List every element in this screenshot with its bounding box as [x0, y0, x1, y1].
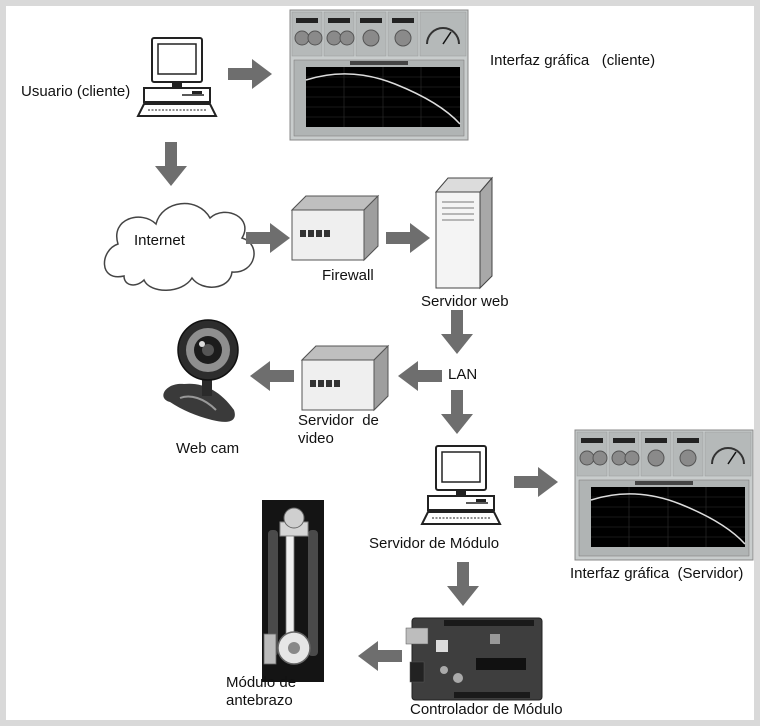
diagram-graphics — [103, 9, 754, 701]
robotic-forearm-icon — [262, 500, 324, 682]
forearm-module-label: Módulo de antebrazo — [226, 674, 297, 709]
arrow-moduleserver-to-gui — [514, 467, 558, 497]
video-server-box-icon — [301, 345, 389, 411]
server-gui-label: Interfaz gráfica (Servidor) — [570, 565, 744, 582]
arduino-board-icon — [405, 617, 543, 701]
arrow-client-to-internet — [155, 142, 187, 186]
web-server-label: Servidor web — [421, 293, 509, 310]
webcam-label: Web cam — [176, 440, 240, 457]
firewall-box-icon — [291, 195, 379, 261]
arrow-client-to-gui — [228, 59, 272, 89]
server-gui-screenshot — [574, 429, 754, 561]
lan-label: LAN — [448, 366, 478, 383]
web-server-tower-icon — [434, 176, 494, 290]
module-server-label: Servidor de Módulo — [369, 535, 500, 552]
module-server-computer-icon — [421, 445, 501, 525]
arrow-lan-to-moduleserver — [441, 390, 473, 434]
client-user-label: Usuario (cliente) — [21, 83, 131, 100]
arrow-moduleserver-to-controller — [447, 562, 479, 606]
client-gui-label: Interfaz gráfica (cliente) — [490, 52, 656, 69]
arrow-videoserver-to-webcam — [250, 361, 294, 391]
client-computer-icon — [137, 37, 217, 117]
arrow-webserver-to-lan — [441, 310, 473, 354]
arrow-lan-to-videoserver — [398, 361, 442, 391]
webcam-icon — [163, 319, 239, 422]
internet-label: Internet — [134, 232, 185, 249]
arrow-controller-to-module — [358, 641, 402, 671]
client-gui-screenshot — [289, 9, 469, 141]
internet-cloud-icon — [103, 202, 255, 291]
arrow-firewall-to-webserver — [386, 223, 430, 253]
video-server-label: Servidor de video — [298, 412, 384, 447]
firewall-label: Firewall — [322, 267, 374, 284]
module-controller-label: Controlador de Módulo — [410, 701, 563, 718]
diagram-canvas: Usuario (cliente) Interfaz gráfica (clie… — [6, 6, 754, 720]
